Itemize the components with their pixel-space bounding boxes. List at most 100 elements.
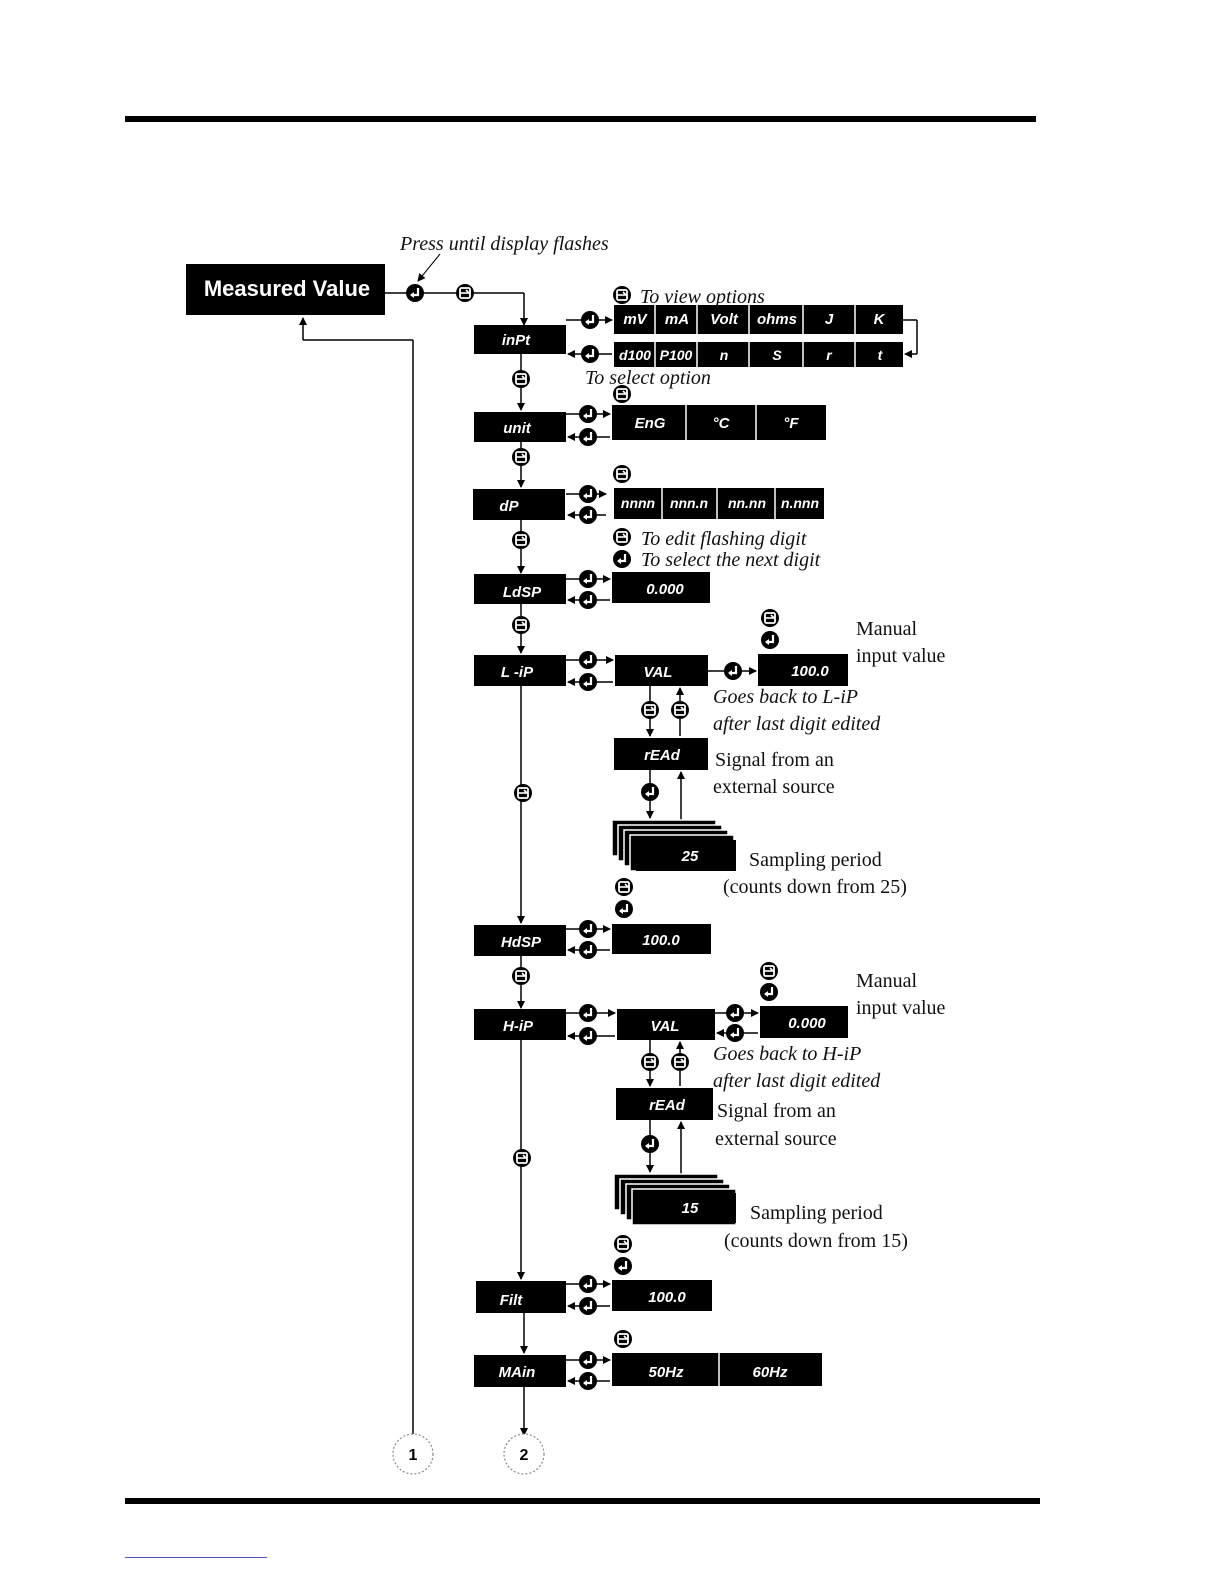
svg-text:100.0: 100.0 <box>791 663 829 680</box>
scroll-button-icon[interactable] <box>613 1329 633 1349</box>
enter-button-icon[interactable] <box>580 310 600 330</box>
svg-text:0.000: 0.000 <box>646 581 684 598</box>
option-s: S <box>772 347 782 363</box>
enter-button-icon[interactable] <box>725 1003 745 1023</box>
filt-value-box: 100.0 <box>612 1280 712 1311</box>
scroll-button-icon[interactable] <box>640 700 660 720</box>
lip-manual-value-box: 100.0 <box>758 654 848 686</box>
scroll-button-icon[interactable] <box>759 961 779 981</box>
enter-button-icon[interactable] <box>760 630 780 650</box>
lip-val-box: VAL <box>615 655 708 686</box>
svg-text:VAL: VAL <box>651 1018 680 1035</box>
scroll-button-icon[interactable] <box>511 615 531 635</box>
enter-button-icon[interactable] <box>725 1023 745 1043</box>
enter-button-icon[interactable] <box>614 899 634 919</box>
scroll-button-icon[interactable] <box>511 530 531 550</box>
hip-sampling-value: 15 <box>682 1200 699 1217</box>
enter-button-icon[interactable] <box>405 283 425 303</box>
enter-button-icon[interactable] <box>578 940 598 960</box>
enter-button-icon[interactable] <box>578 1350 598 1370</box>
enter-button-icon[interactable] <box>580 344 600 364</box>
enter-button-icon[interactable] <box>578 427 598 447</box>
main-options: 50Hz 60Hz <box>612 1353 822 1386</box>
enter-button-icon[interactable] <box>613 1256 633 1276</box>
enter-button-icon[interactable] <box>578 484 598 504</box>
enter-button-icon[interactable] <box>578 590 598 610</box>
ldsp-value-box: 0.000 <box>612 572 710 603</box>
enter-button-icon[interactable] <box>578 1003 598 1023</box>
to-select-option-note: To select option <box>585 367 711 389</box>
option-nnn-n: nnn.n <box>670 495 708 511</box>
press-until-pointer <box>417 253 441 282</box>
svg-text:L -iP: L -iP <box>501 664 534 681</box>
scroll-button-icon[interactable] <box>612 285 632 305</box>
option-p100: P100 <box>660 347 693 363</box>
option-eng: EnG <box>635 415 666 432</box>
scroll-button-icon[interactable] <box>670 700 690 720</box>
svg-text:dP: dP <box>499 498 519 515</box>
top-rule <box>125 116 1036 122</box>
option-n: n <box>720 347 729 363</box>
scroll-button-icon[interactable] <box>612 527 632 547</box>
menu-unit: unit <box>474 412 566 442</box>
menu-filt: Filt <box>476 1281 566 1313</box>
enter-button-icon[interactable] <box>578 672 598 692</box>
scroll-button-icon[interactable] <box>511 369 531 389</box>
scroll-button-icon[interactable] <box>511 966 531 986</box>
scroll-button-icon[interactable] <box>455 283 475 303</box>
scroll-button-icon[interactable] <box>512 1148 532 1168</box>
option-r: r <box>826 347 833 363</box>
hip-back-note-2: after last digit edited <box>713 1070 881 1092</box>
lip-signal-note-1: Signal from an <box>715 749 834 771</box>
scroll-button-icon[interactable] <box>511 447 531 467</box>
hip-sampling-note-1: Sampling period <box>750 1202 883 1224</box>
svg-text:1: 1 <box>409 1447 418 1464</box>
scroll-button-icon[interactable] <box>612 464 632 484</box>
menu-hdsp: HdSP <box>474 925 566 956</box>
option-d100: d100 <box>619 347 651 363</box>
svg-text:VAL: VAL <box>644 664 673 681</box>
hip-manual-note-2: input value <box>856 997 946 1019</box>
scroll-button-icon[interactable] <box>613 1234 633 1254</box>
svg-text:100.0: 100.0 <box>648 1289 686 1306</box>
svg-text:H-iP: H-iP <box>503 1018 534 1035</box>
enter-button-icon[interactable] <box>578 1371 598 1391</box>
enter-button-icon[interactable] <box>578 1296 598 1316</box>
enter-button-icon[interactable] <box>578 1274 598 1294</box>
option-volt: Volt <box>710 311 739 328</box>
scroll-button-icon[interactable] <box>640 1052 660 1072</box>
hip-val-box: VAL <box>617 1009 715 1040</box>
lip-sampling-value: 25 <box>681 848 699 865</box>
svg-text:Filt: Filt <box>500 1292 523 1309</box>
option-ohms: ohms <box>757 311 797 328</box>
svg-text:LdSP: LdSP <box>503 584 542 601</box>
option-celsius: °C <box>713 415 731 432</box>
enter-button-icon[interactable] <box>759 982 779 1002</box>
menu-hip: H-iP <box>474 1009 566 1040</box>
option-50hz: 50Hz <box>648 1364 684 1381</box>
svg-text:100.0: 100.0 <box>642 932 680 949</box>
option-t: t <box>878 347 884 363</box>
enter-button-icon[interactable] <box>578 505 598 525</box>
enter-button-icon[interactable] <box>578 1026 598 1046</box>
enter-button-icon[interactable] <box>640 782 660 802</box>
enter-button-icon[interactable] <box>578 404 598 424</box>
enter-button-icon[interactable] <box>723 661 743 681</box>
enter-button-icon[interactable] <box>578 650 598 670</box>
option-nnnn: nnnn <box>621 495 655 511</box>
scroll-button-icon[interactable] <box>513 783 533 803</box>
enter-button-icon[interactable] <box>612 549 632 569</box>
footer-link-underline <box>125 1557 267 1558</box>
scroll-button-icon[interactable] <box>614 877 634 897</box>
connector-2: 2 <box>503 1433 545 1475</box>
scroll-button-icon[interactable] <box>670 1052 690 1072</box>
menu-ldsp: LdSP <box>474 574 566 604</box>
enter-button-icon[interactable] <box>640 1134 660 1154</box>
hip-sampling-stack <box>613 1173 737 1226</box>
enter-button-icon[interactable] <box>578 569 598 589</box>
enter-button-icon[interactable] <box>578 919 598 939</box>
hip-back-note-1: Goes back to H-iP <box>713 1043 861 1065</box>
scroll-button-icon[interactable] <box>760 608 780 628</box>
svg-text:2: 2 <box>520 1447 529 1464</box>
to-edit-flashing-note: To edit flashing digit <box>641 528 807 550</box>
